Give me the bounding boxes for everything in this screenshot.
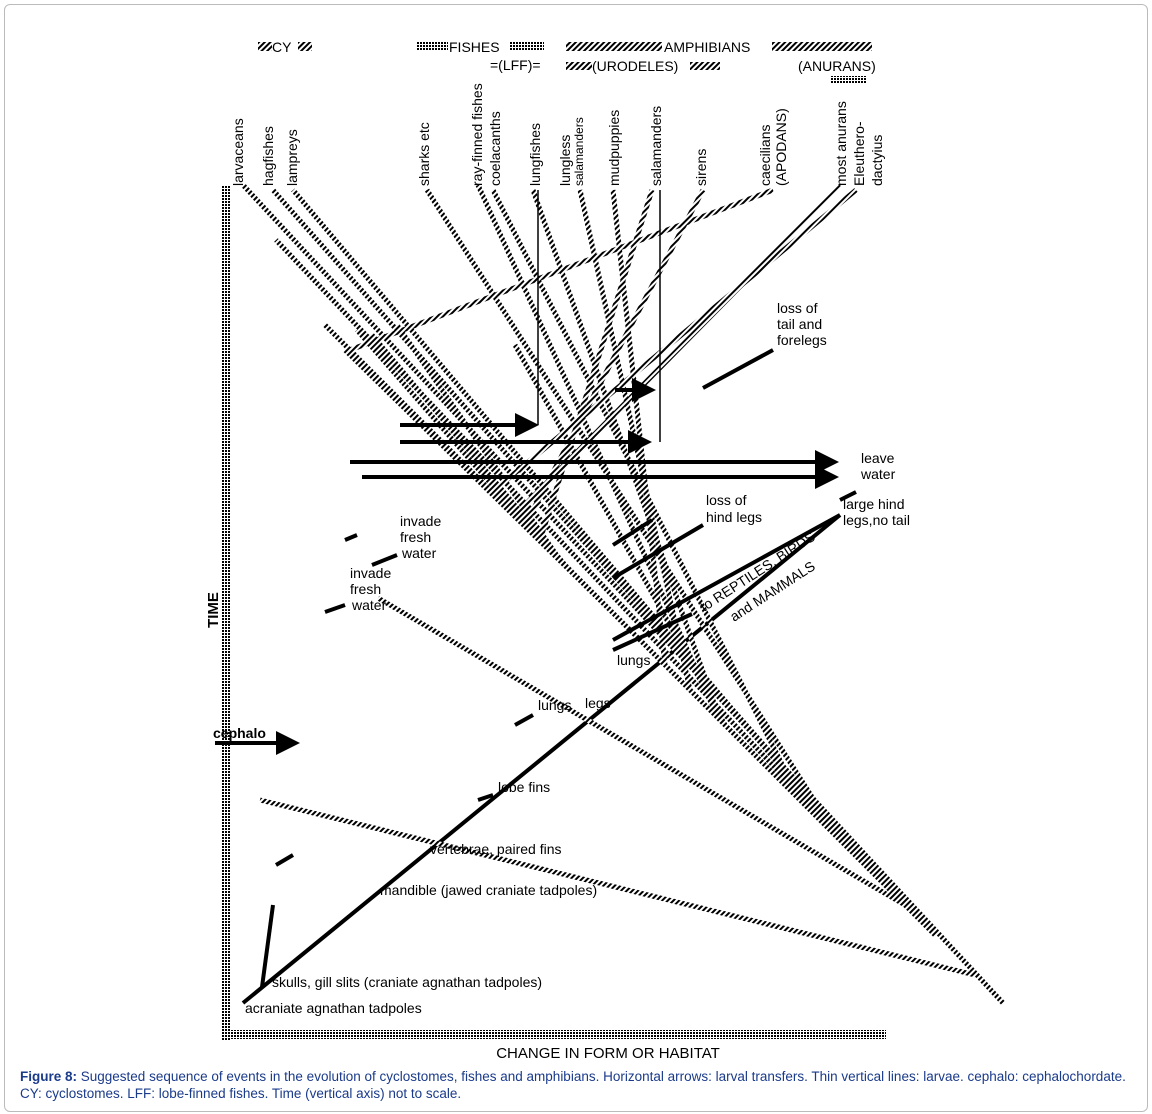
event-lungs-upper: lungs [617,652,650,668]
change-axis-label: CHANGE IN FORM OR HABITAT [496,1045,720,1062]
cyclostome-larva-line-b [274,238,907,907]
event-mandible: mandible (jawed craniate tadpoles) [380,882,597,898]
salamanders-line [537,189,655,541]
label-eleuthero-1: Eleuthero- [851,121,867,186]
jawless-larva-line-c [355,328,542,542]
label-salamanders: salamanders [648,106,664,186]
event-leave-water-2: water [860,466,896,482]
branch-caecilian [702,348,774,390]
amphibians-label: AMPHIBIANS [664,39,750,55]
label-sharks: sharks etc [416,122,432,186]
event-invade-a-2: fresh [400,529,431,545]
main-trunk-line [241,513,842,1005]
amphibians-bar-right [772,42,872,51]
label-lungless-1: lungless [557,135,573,186]
lungfish-larva-line [512,343,728,727]
branch-salamander [611,518,654,547]
to-reptiles-line [612,612,693,652]
jawed-larva-line-a [370,333,567,567]
sharks-line [424,188,841,840]
branch-invade-b [371,553,398,567]
fishes-bar-left [416,42,448,51]
anurans-label: (ANURANS) [798,58,876,74]
event-invade-a-3: water [401,545,437,561]
label-caecilians-1: caecilians [757,125,773,186]
event-loss-tail-2: tail and [777,316,822,332]
caption-label: Figure 8: [20,1069,78,1084]
event-loss-hind-1: loss of [706,492,747,508]
label-larvaceans: larvaceans [230,118,246,186]
group-headers: CY FISHES =(LFF)= AMPHIBIANS (URODELES) … [258,39,876,83]
branch-lungfish [514,713,534,727]
larvaceans-line [241,183,1005,1005]
anurans-bar [830,76,866,83]
event-large-hind-2: legs,no tail [843,512,910,528]
event-lungs-lower: lungs [538,697,571,713]
cy-bar-right [298,42,312,51]
branch-invade-a [324,603,346,614]
label-lungfishes: lungfishes [527,123,543,186]
branch-eleuthero [839,490,857,502]
event-invade-b-3: water [351,597,387,613]
event-invade-a-1: invade [400,513,441,529]
caption-text: Suggested sequence of events in the evol… [20,1069,1126,1101]
event-vertebrae: vertebrae, paired fins [430,841,562,857]
event-leave-water-1: leave [861,450,895,466]
event-acraniate: acraniate agnathan tadpoles [245,1000,422,1016]
label-caecilians-2: (APODANS) [773,108,789,186]
branch-jawless-b [344,533,358,542]
branch-anurans [612,513,841,642]
amphibians-bar-left [566,42,662,51]
label-ray-finned: ray-finned fishes [469,83,485,186]
label-mudpuppies: mudpuppies [606,110,622,186]
change-axis [222,1030,886,1039]
branch-lamprey [274,853,295,867]
fishes-label: FISHES [449,39,500,55]
time-axis-label: TIME [205,592,222,628]
mandible-line [376,595,907,908]
fishes-bar-right [510,42,544,51]
label-lungless-2: salamanders [572,117,586,186]
lff-label: =(LFF)= [490,57,541,73]
branch-sirens [611,523,705,580]
urodeles-bar-left [566,62,592,70]
event-legs: legs [585,695,611,711]
label-eleuthero-2: dactyius [869,135,885,186]
urodeles-bar-right [690,62,720,70]
lineage-lines [215,183,1005,1005]
branch-ray [477,793,494,802]
time-axis [222,185,231,1040]
caecilians-line [349,187,774,353]
label-lampreys: lampreys [284,129,300,186]
lungfishes-line [530,189,723,721]
urodeles-label: (URODELES) [592,58,678,74]
cy-label: CY [272,39,292,55]
event-loss-tail-1: loss of [777,300,818,316]
event-invade-b-2: fresh [350,581,381,597]
event-loss-tail-3: forelegs [777,332,827,348]
figure-frame [4,4,1148,1112]
label-most-anurans: most anurans [833,101,849,186]
label-coelacanths: coelacanths [487,111,503,186]
cy-bar-left [258,42,272,51]
event-invade-b-1: invade [350,565,391,581]
event-loss-hind-2: hind legs [706,509,762,525]
label-hagfishes: hagfishes [260,126,276,186]
cyclostome-larva-line-a [259,797,976,978]
sirens-line [522,188,706,527]
event-large-hind-1: large hind [843,496,905,512]
lampreys-line [291,188,860,860]
mudpuppies-line [610,189,668,666]
branch-hagfish [260,904,275,988]
event-lobe-fins: lobe fins [498,779,550,795]
event-skulls: skulls, gill slits (craniate agnathan ta… [272,974,542,990]
label-sirens: sirens [693,149,709,186]
figure-caption: Figure 8: Suggested sequence of events i… [20,1068,1140,1102]
event-cephalo: cephalo [213,725,266,741]
